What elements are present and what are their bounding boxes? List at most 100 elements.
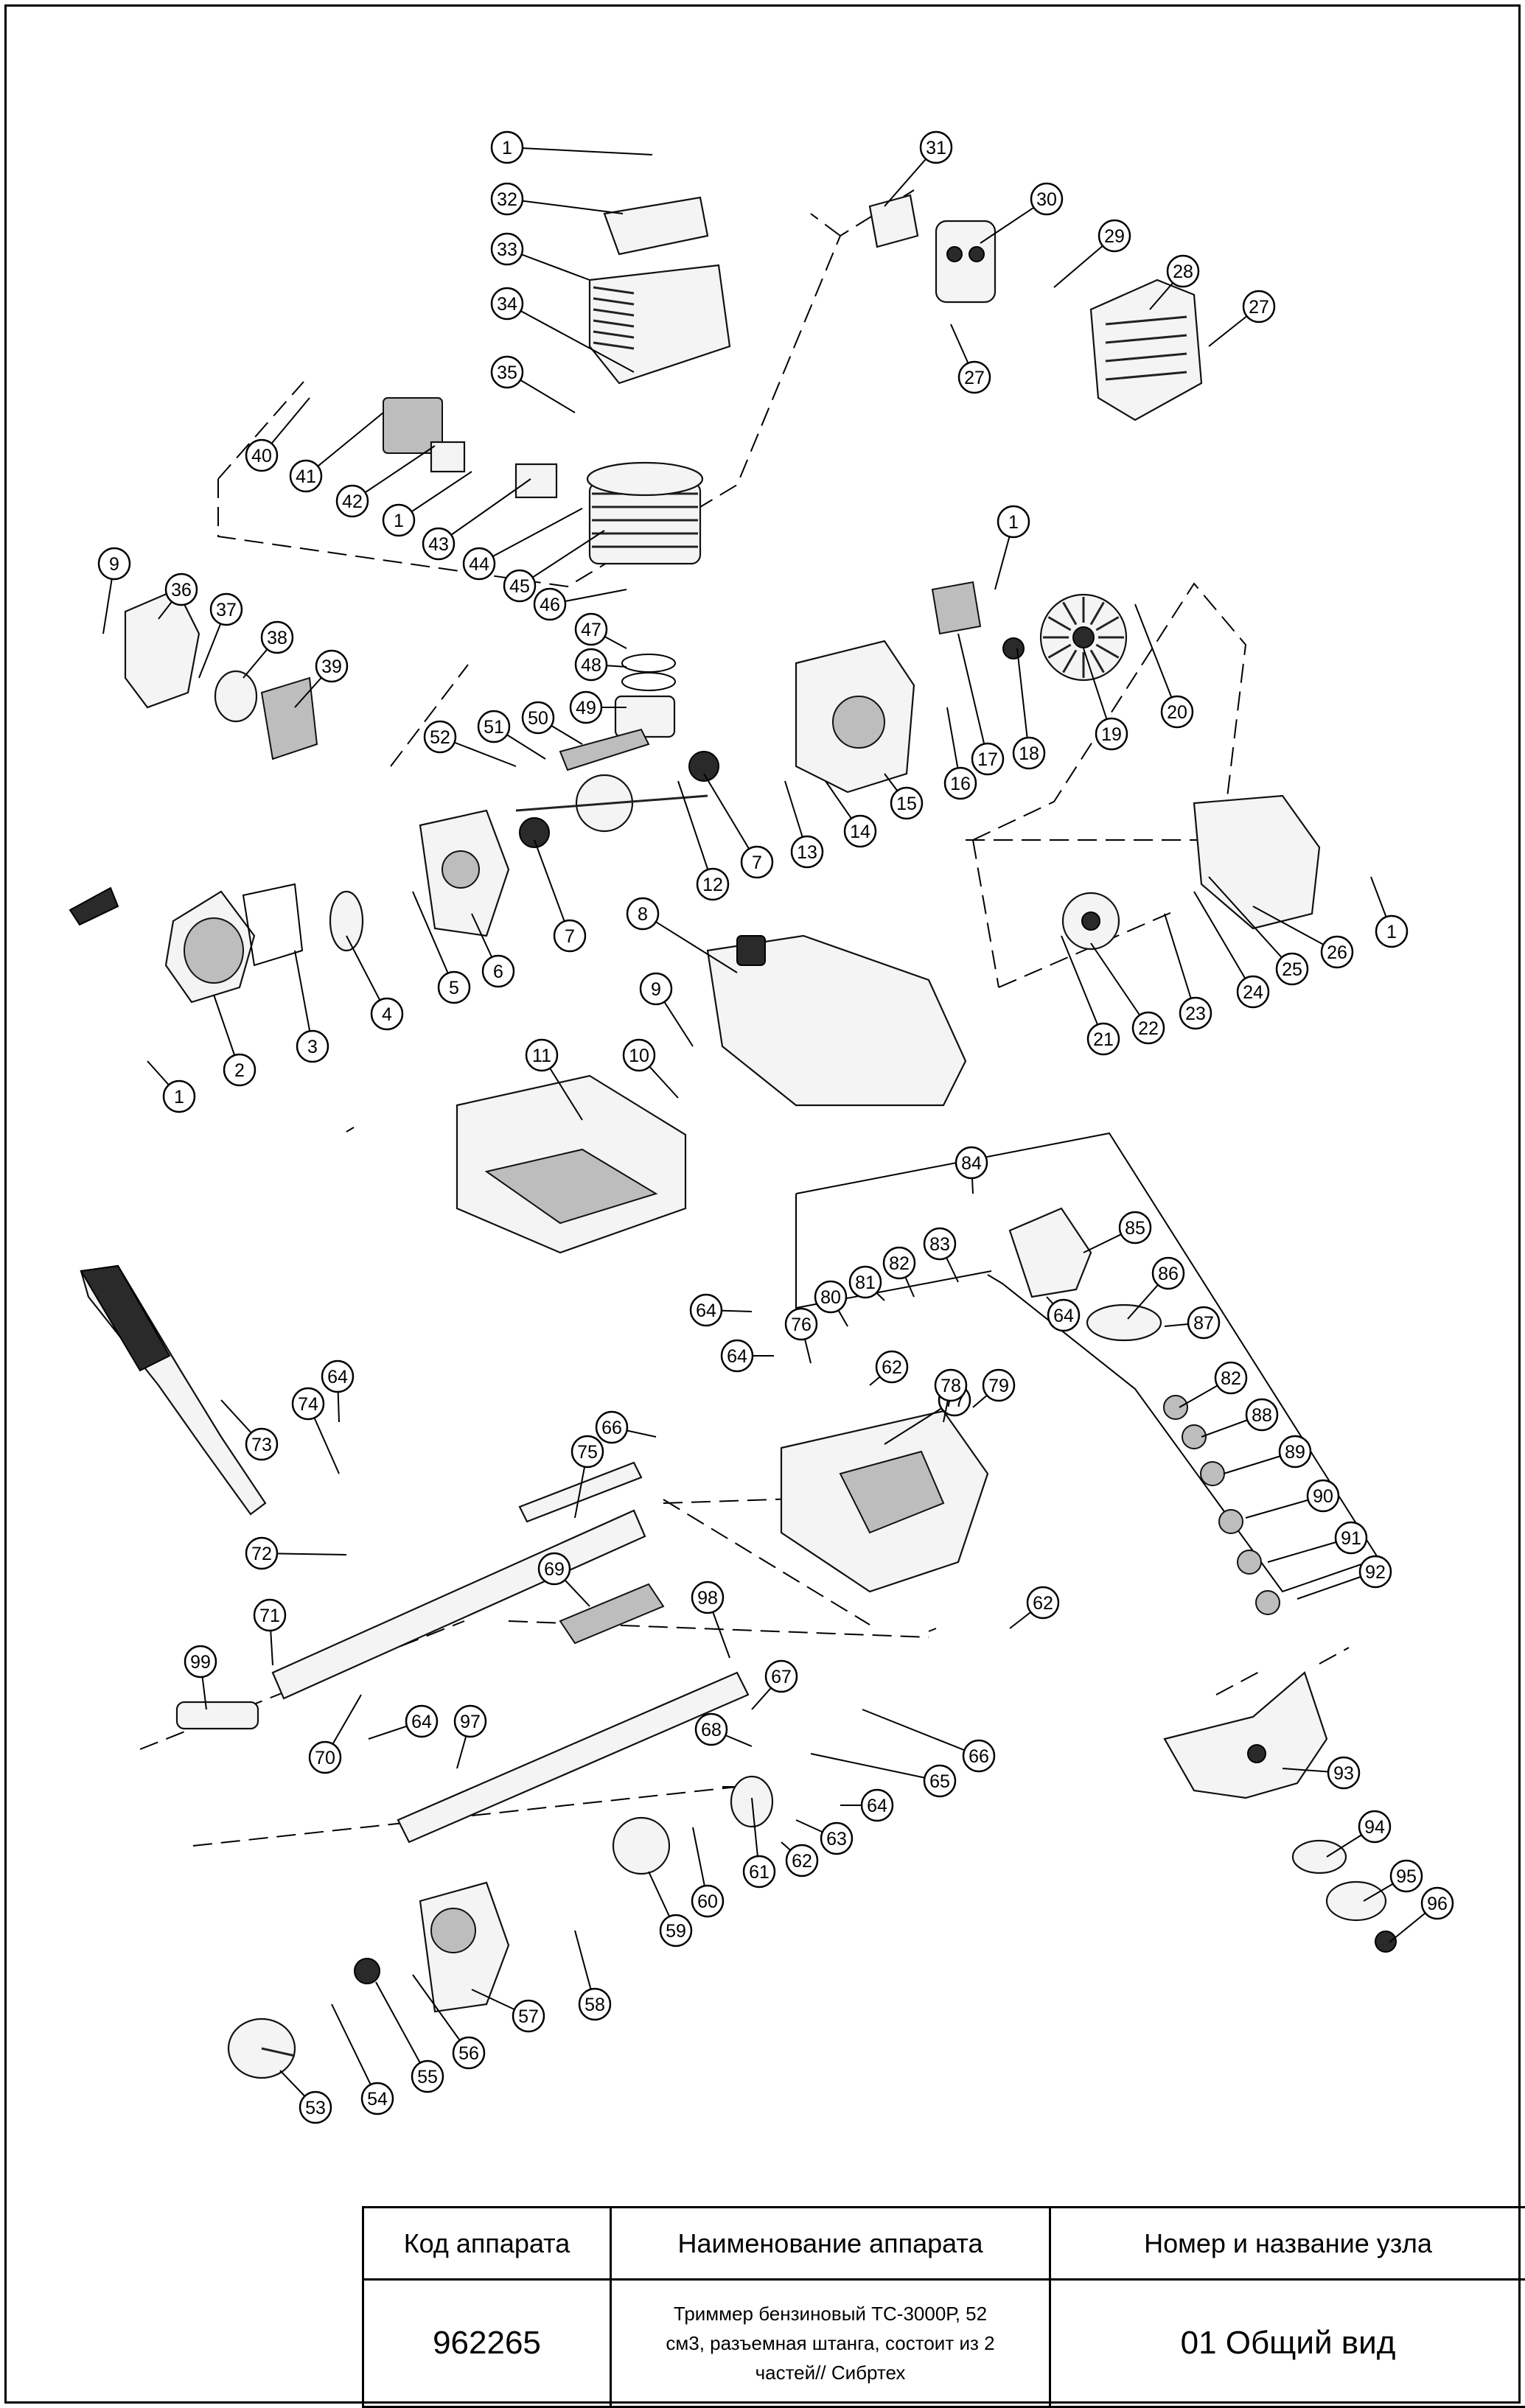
callout-number: 42 — [342, 491, 363, 512]
callout-91: 91 — [1267, 1521, 1368, 1563]
callout-number: 49 — [576, 698, 596, 718]
callout-83: 83 — [923, 1227, 959, 1283]
callout-circle — [1086, 1022, 1120, 1056]
callout-circle — [335, 484, 369, 518]
device-name-value: Триммер бензиновый ТС-3000Р, 52 см3, раз… — [610, 2278, 1051, 2408]
callout-50: 50 — [521, 701, 583, 745]
callout-62: 62 — [1009, 1586, 1060, 1629]
callout-circle — [553, 919, 587, 953]
callout-number: 91 — [1341, 1528, 1361, 1549]
callout-47: 47 — [574, 612, 627, 649]
blade-cover-shape — [1325, 1880, 1387, 1922]
callout-circle — [923, 1227, 957, 1261]
callout-leader — [506, 198, 624, 214]
callout-number: 82 — [889, 1253, 910, 1274]
callout-32: 32 — [490, 182, 624, 216]
callout-number: 64 — [867, 1796, 887, 1816]
callout-circle — [315, 649, 349, 683]
flywheel-vane — [1089, 601, 1105, 626]
callout-number: 44 — [469, 554, 489, 575]
callout-circle — [423, 720, 457, 754]
callout-circle — [1420, 1886, 1454, 1920]
callout-circle — [843, 814, 877, 848]
callout-number: 18 — [1019, 743, 1039, 764]
callout-25: 25 — [1208, 876, 1309, 986]
callout-circle — [848, 1265, 882, 1299]
callout-leader — [1061, 935, 1104, 1040]
callout-number: 50 — [528, 708, 548, 729]
callout-36: 36 — [158, 573, 198, 620]
callout-circle — [1389, 1859, 1423, 1893]
callout-number: 64 — [1053, 1306, 1074, 1326]
bearing-shape — [1002, 637, 1025, 659]
blade-washer-shape — [1291, 1839, 1347, 1875]
callout-number: 13 — [797, 842, 817, 863]
callout-number: 8 — [638, 904, 648, 925]
callout-number: 70 — [315, 1748, 335, 1768]
callout-number: 27 — [964, 368, 985, 388]
trimmer-blade-shape — [1163, 1671, 1328, 1799]
starter-handle-shape — [69, 886, 119, 926]
callout-number: 32 — [497, 189, 517, 210]
callout-number: 29 — [1104, 226, 1125, 247]
spindle-washer-shape — [1255, 1590, 1280, 1615]
callout-circle — [971, 742, 1005, 776]
flywheel-hub — [1072, 626, 1095, 648]
callout-73: 73 — [220, 1399, 279, 1461]
callout-9: 9 — [639, 972, 694, 1047]
callout-97: 97 — [453, 1704, 487, 1769]
carburetor-shape — [383, 397, 443, 454]
housing-bore — [430, 1908, 476, 1953]
callout-number: 1 — [1008, 512, 1019, 533]
ignition-coil-shape — [931, 581, 982, 635]
callout-42: 42 — [335, 445, 436, 518]
callout-58: 58 — [574, 1930, 612, 2021]
callout-circle — [923, 1764, 957, 1798]
callout-circle — [321, 1359, 355, 1393]
callout-64: 64 — [1046, 1296, 1081, 1332]
callout-circle — [691, 1581, 725, 1614]
flywheel-vane — [1095, 643, 1120, 659]
node-number-name-value: 01 Общий вид — [1049, 2278, 1525, 2408]
callout-circle — [943, 766, 977, 800]
callout-53: 53 — [279, 2070, 332, 2124]
device-name-line: частей// Сибртех — [755, 2362, 906, 2384]
callout-60: 60 — [691, 1827, 725, 1918]
callout-number: 39 — [321, 657, 342, 677]
callout-number: 54 — [367, 2089, 388, 2110]
callout-circle — [490, 287, 524, 321]
callout-number: 38 — [267, 628, 287, 648]
callout-leader — [352, 445, 436, 502]
flywheel-vane — [1047, 616, 1072, 631]
callout-number: 58 — [584, 1995, 605, 2015]
callout-number: 53 — [305, 2098, 326, 2118]
intake-insulator-shape — [514, 463, 558, 499]
callout-62: 62 — [781, 1841, 819, 1877]
callout-number: 57 — [518, 2006, 539, 2027]
callout-48: 48 — [574, 648, 627, 682]
callout-number: 9 — [651, 979, 661, 1000]
header-device-name: Наименование аппарата — [610, 2205, 1051, 2281]
callout-circle — [490, 355, 524, 389]
callout-circle — [1166, 254, 1200, 288]
callout-circle — [1131, 1011, 1165, 1045]
callout-circle — [569, 690, 603, 724]
callout-61: 61 — [742, 1797, 776, 1889]
starter-pulley-shape — [184, 917, 244, 984]
callout-number: 9 — [109, 554, 119, 575]
callout-45: 45 — [503, 530, 605, 603]
callout-leader — [1193, 891, 1254, 993]
callout-number: 52 — [430, 727, 450, 748]
group-outline-dashed — [1215, 1647, 1350, 1695]
callout-circle — [1275, 952, 1309, 986]
callout-number: 64 — [327, 1367, 348, 1387]
callout-circle — [860, 1788, 894, 1822]
callout-52: 52 — [423, 720, 517, 767]
callout-leader — [1090, 942, 1149, 1029]
callout-number: 7 — [752, 853, 762, 873]
callout-number: 73 — [251, 1435, 272, 1455]
callout-number: 65 — [929, 1771, 950, 1792]
blade-nut-shape — [1375, 1931, 1397, 1953]
callout-55: 55 — [375, 1981, 444, 2093]
callout-circle — [164, 573, 198, 606]
